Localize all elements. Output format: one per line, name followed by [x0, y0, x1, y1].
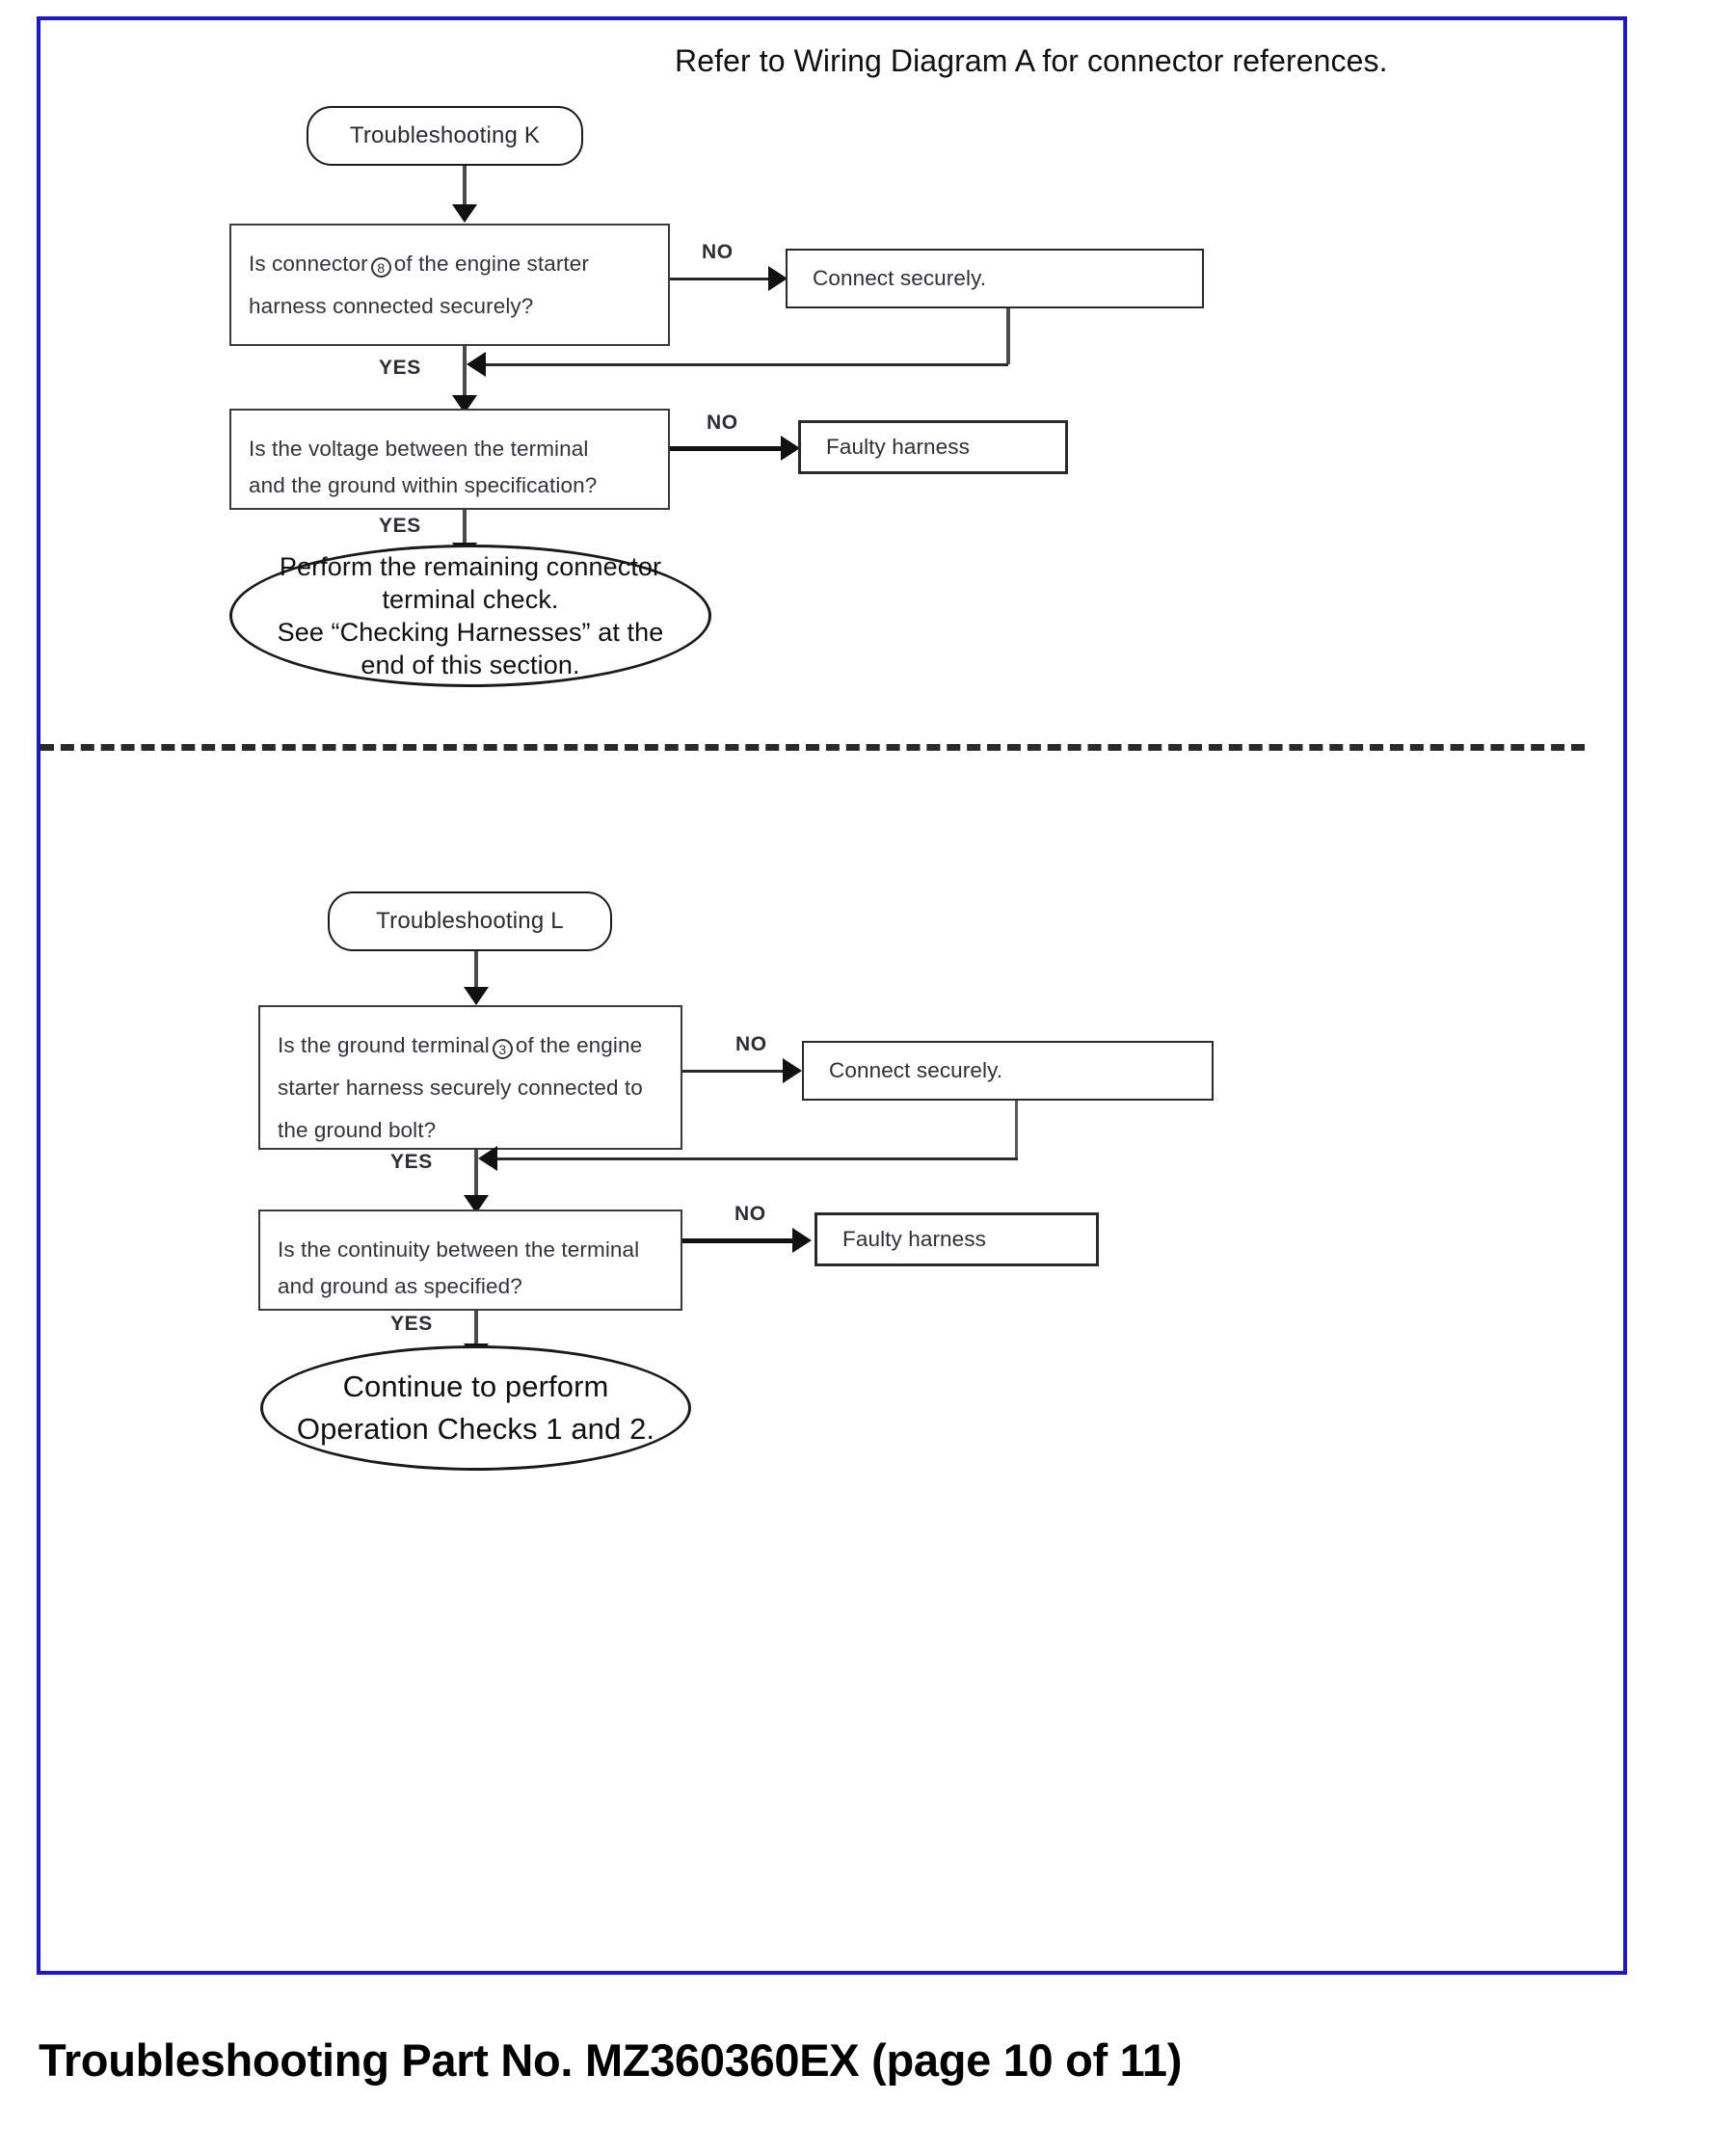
arrow-l-decision2-no [792, 1228, 812, 1253]
troubleshooting-k-start-node: Troubleshooting K [307, 106, 583, 166]
connector-l-action1-return-horizontal [494, 1157, 1018, 1160]
arrow-k-decision1-no [768, 266, 788, 291]
branch-label-k2-no: NO [707, 412, 738, 434]
terminal-l-line2: Operation Checks 1 and 2. [296, 1412, 655, 1446]
arrow-l-start-to-decision1 [464, 987, 489, 1005]
action-l-connect-securely: Connect securely. [802, 1041, 1214, 1101]
branch-label-l2-yes: YES [390, 1313, 433, 1335]
terminal-k-perform-remaining-check: Perform the remaining connector terminal… [229, 545, 711, 687]
connector-k-decision2-yes [463, 510, 467, 550]
action-l-faulty-harness-label: Faulty harness [842, 1227, 986, 1251]
terminal-l-continue-operation-checks: Continue to perform Operation Checks 1 a… [260, 1345, 691, 1471]
decision-l1-line2: starter harness securely connected to [278, 1076, 643, 1100]
connector-l-action1-return-vertical [1015, 1101, 1018, 1158]
connector-l-decision2-yes [474, 1311, 478, 1351]
arrow-l-decision1-no [783, 1058, 802, 1083]
decision-l2-line2: and ground as specified? [278, 1274, 522, 1298]
action-k-connect-securely-label: Connect securely. [813, 266, 987, 290]
decision-k2-line1: Is the voltage between the terminal [249, 437, 589, 461]
branch-label-l1-yes: YES [390, 1151, 433, 1173]
terminal-k-line1: Perform the remaining connector [279, 552, 662, 581]
decision-l1-line1-pre: Is the ground terminal [278, 1033, 490, 1057]
decision-k1-line1-pre: Is connector [249, 252, 368, 276]
branch-label-l1-no: NO [735, 1033, 767, 1055]
connector-l-decision2-no [682, 1238, 798, 1243]
action-k-faulty-harness: Faulty harness [798, 420, 1068, 474]
wiring-diagram-reference-note: Refer to Wiring Diagram A for connector … [675, 43, 1388, 78]
action-l-connect-securely-label: Connect securely. [829, 1058, 1003, 1082]
decision-l1-line3: the ground bolt? [278, 1118, 437, 1142]
branch-label-k1-yes: YES [379, 357, 421, 379]
connector-l-decision1-no [682, 1070, 788, 1073]
action-k-connect-securely: Connect securely. [786, 249, 1204, 308]
troubleshooting-l-start-label: Troubleshooting L [376, 908, 564, 934]
arrow-k-decision2-no [781, 436, 800, 461]
arrow-l-action1-return [478, 1146, 497, 1171]
action-k-faulty-harness-label: Faulty harness [826, 435, 970, 459]
arrow-l-decision1-yes [464, 1195, 489, 1213]
connector-k-action1-return-vertical [1006, 308, 1010, 364]
decision-k1-line2: harness connected securely? [249, 294, 534, 318]
branch-label-k1-no: NO [702, 241, 734, 263]
terminal-k-line3: See “Checking Harnesses” at the [277, 618, 664, 647]
troubleshooting-l-start-node: Troubleshooting L [328, 891, 612, 951]
terminal-k-line2: terminal check. [382, 585, 559, 614]
action-l-faulty-harness: Faulty harness [815, 1212, 1099, 1266]
arrow-k-action1-return [467, 352, 486, 377]
decision-k-voltage-within-spec: Is the voltage between the terminal and … [229, 409, 670, 510]
terminal-k-line4: end of this section. [361, 651, 580, 679]
decision-l-continuity-as-specified: Is the continuity between the terminal a… [258, 1210, 682, 1311]
connector-k-start-to-decision1 [463, 166, 467, 208]
connector-k-decision2-no [670, 446, 788, 451]
ground-terminal-number-icon: 3 [492, 1039, 513, 1059]
decision-l1-line1-post: of the engine [515, 1033, 643, 1057]
connector-number-icon: 8 [370, 257, 391, 278]
decision-k2-line2: and the ground within specification? [249, 473, 598, 497]
branch-label-l2-no: NO [734, 1203, 766, 1225]
connector-k-decision1-yes [463, 346, 467, 403]
connector-l-decision1-yes [474, 1150, 478, 1203]
connector-l-start-to-decision1 [474, 951, 478, 992]
branch-label-k2-yes: YES [379, 515, 421, 537]
troubleshooting-k-start-label: Troubleshooting K [349, 122, 541, 148]
decision-k1-line1-post: of the engine starter [393, 252, 589, 276]
section-divider [40, 744, 1585, 751]
document-footer: Troubleshooting Part No. MZ360360EX (pag… [39, 2034, 1183, 2086]
connector-k-action1-return-horizontal [482, 363, 1008, 366]
decision-l2-line1: Is the continuity between the terminal [278, 1237, 640, 1262]
terminal-l-line1: Continue to perform [342, 1370, 609, 1403]
connector-k-decision1-no [670, 278, 776, 280]
arrow-k-start-to-decision1 [452, 204, 477, 223]
